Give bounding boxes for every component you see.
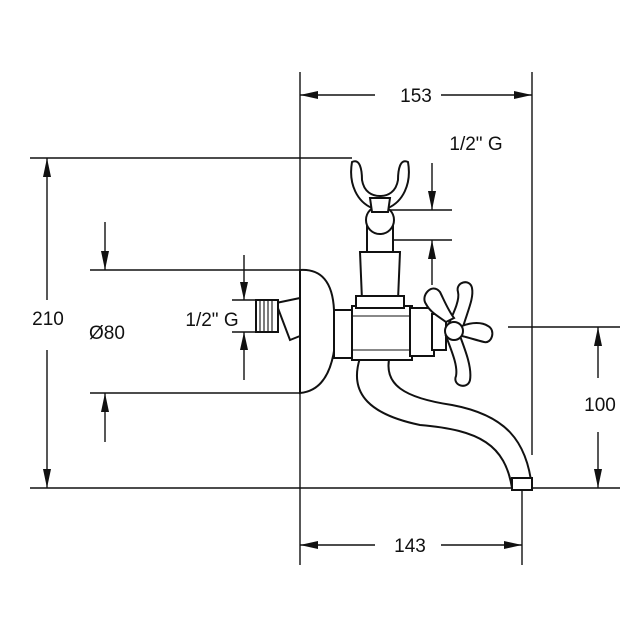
outlet-thread-label: 1/2" G — [449, 134, 502, 155]
dimension-rosette-diameter: Ø80 — [89, 222, 125, 442]
total-height-label: 210 — [32, 309, 64, 330]
inlet-thread-label: 1/2" G — [185, 310, 238, 331]
dimension-spout-height: 100 — [584, 327, 616, 488]
dimension-total-height: 210 — [32, 158, 64, 488]
bottom-width-label: 143 — [394, 536, 426, 557]
dimension-inlet-thread: 1/2" G — [185, 255, 248, 380]
extension-lines — [30, 72, 620, 565]
faucet-body — [255, 160, 534, 491]
top-width-label: 153 — [400, 86, 432, 107]
dimension-outlet-thread: 1/2" G — [428, 134, 503, 285]
dimension-bottom-width: 143 — [300, 530, 522, 558]
spout-height-label: 100 — [584, 395, 616, 416]
rosette-diameter-label: Ø80 — [89, 323, 125, 344]
dimension-top-width: 153 — [300, 80, 532, 108]
